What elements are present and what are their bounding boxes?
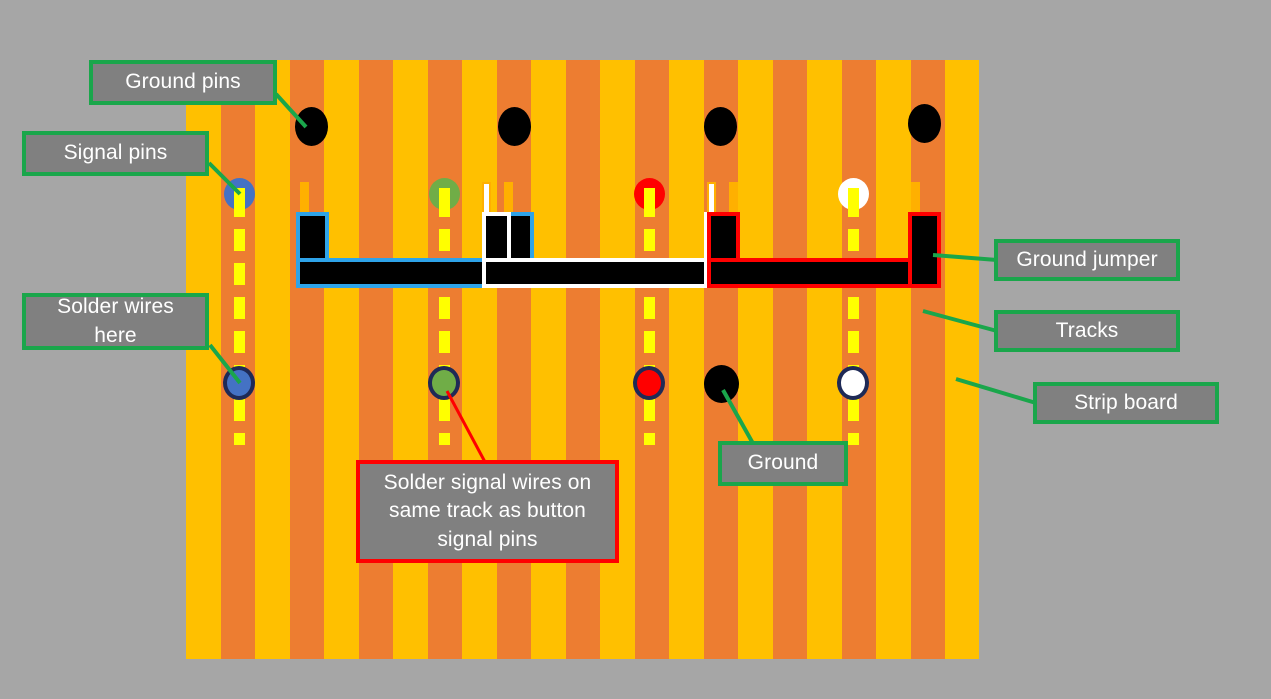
jumper-pin-stub-6 bbox=[911, 182, 920, 214]
label-solder-signal-note-text: Solder signal wires on same track as but… bbox=[383, 470, 592, 551]
label-tracks: Tracks bbox=[994, 310, 1180, 352]
track-stripe bbox=[876, 60, 911, 659]
strip-board bbox=[186, 60, 979, 659]
track-stripe bbox=[600, 60, 635, 659]
ground-jumper-3-right-leg bbox=[908, 212, 941, 288]
ground-pin-hole-1 bbox=[295, 107, 328, 146]
track-stripe bbox=[772, 60, 807, 659]
label-solder-wires-here: Solder wires here bbox=[22, 293, 209, 350]
label-ground-jumper-text: Ground jumper bbox=[1016, 247, 1158, 271]
signal-wire-3 bbox=[644, 195, 655, 445]
label-tracks-text: Tracks bbox=[1055, 318, 1119, 342]
ground-pin-hole-3 bbox=[704, 107, 737, 146]
jumper-pin-stub-5 bbox=[729, 182, 738, 214]
signal-wire-4 bbox=[848, 195, 859, 445]
ground-jumper-3-bar bbox=[707, 258, 933, 288]
solder-pad-red bbox=[633, 366, 665, 400]
label-signal-pins: Signal pins bbox=[22, 131, 209, 176]
signal-wire-1-top bbox=[234, 188, 245, 214]
jumper-pin-stub-3 bbox=[504, 182, 513, 214]
track-stripe bbox=[393, 60, 428, 659]
track-stripe bbox=[910, 60, 945, 659]
jumper-pin-stub-1 bbox=[300, 182, 309, 214]
label-strip-board: Strip board bbox=[1033, 382, 1219, 424]
track-stripe bbox=[945, 60, 979, 659]
label-ground-text: Ground bbox=[747, 451, 819, 475]
track-stripe bbox=[358, 60, 393, 659]
track-stripe bbox=[255, 60, 290, 659]
solder-pad-white bbox=[837, 366, 869, 400]
track-stripe bbox=[531, 60, 566, 659]
track-stripe bbox=[565, 60, 600, 659]
track-stripe bbox=[703, 60, 738, 659]
ground-pin-hole-2 bbox=[498, 107, 531, 146]
label-strip-board-text: Strip board bbox=[1074, 390, 1178, 414]
track-stripe bbox=[324, 60, 359, 659]
signal-wire-2 bbox=[439, 195, 450, 445]
solder-pad-blue bbox=[223, 366, 255, 400]
ground-pad-black bbox=[704, 365, 739, 403]
label-ground-pins: Ground pins bbox=[89, 60, 277, 105]
signal-wire-2-top bbox=[439, 188, 450, 214]
track-stripe bbox=[496, 60, 531, 659]
track-stripe bbox=[669, 60, 704, 659]
solder-pad-green bbox=[428, 366, 460, 400]
track-stripe bbox=[807, 60, 842, 659]
ground-pin-hole-4 bbox=[908, 104, 941, 143]
label-solder-signal-note: Solder signal wires on same track as but… bbox=[356, 460, 619, 563]
track-stripe bbox=[289, 60, 324, 659]
track-stripe bbox=[462, 60, 497, 659]
label-signal-pins-text: Signal pins bbox=[63, 141, 168, 165]
label-ground: Ground bbox=[718, 441, 848, 486]
track-stripe bbox=[738, 60, 773, 659]
ground-jumper-2-bar bbox=[482, 258, 722, 288]
label-solder-wires-here-text: Solder wires here bbox=[57, 295, 174, 347]
signal-wire-4-top bbox=[848, 188, 859, 214]
label-ground-jumper: Ground jumper bbox=[994, 239, 1180, 281]
signal-wire-3-top bbox=[644, 188, 655, 214]
label-ground-pins-text: Ground pins bbox=[125, 70, 241, 94]
signal-wire-1 bbox=[234, 195, 245, 445]
